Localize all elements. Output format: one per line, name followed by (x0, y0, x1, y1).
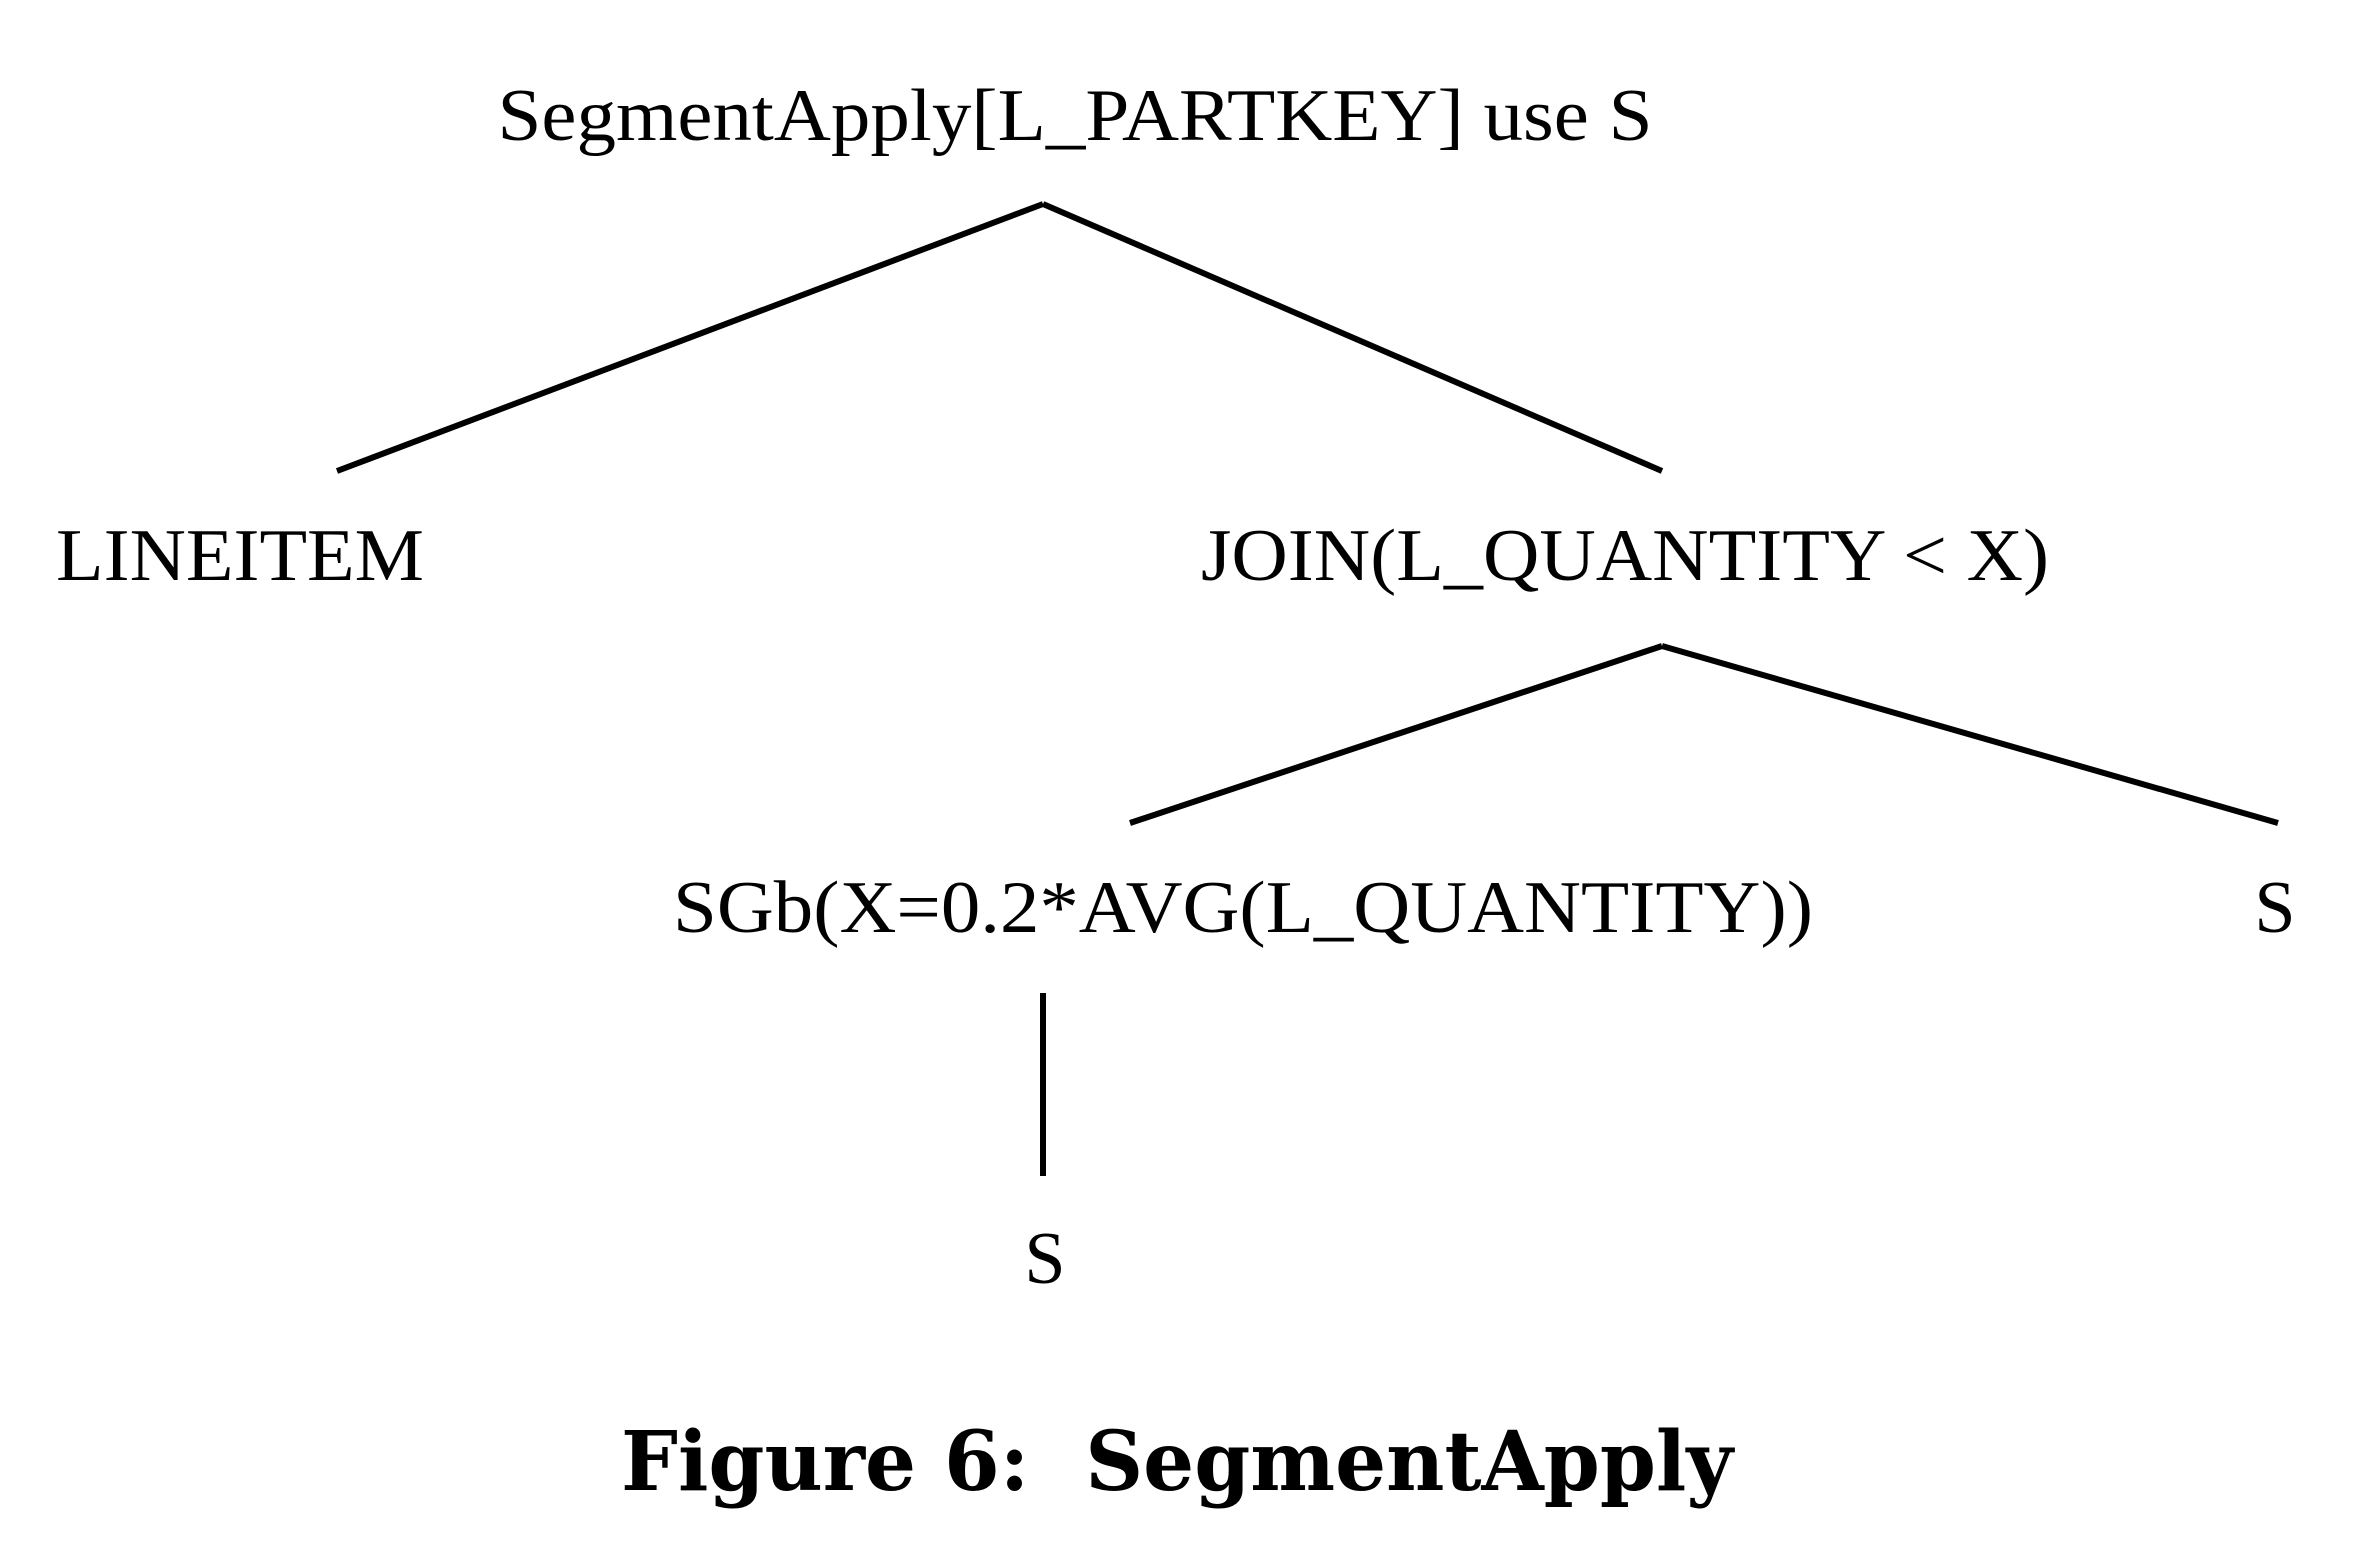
node-sgb: SGb(X=0.2*AVG(L_QUANTITY)) (673, 867, 1813, 949)
node-s-right: S (2254, 867, 2295, 949)
node-root: SegmentApply[L_PARTKEY] use S (498, 75, 1653, 157)
node-lineitem: LINEITEM (56, 515, 424, 597)
edge-join-to-sgb (1129, 643, 1663, 826)
node-join: JOIN(L_QUANTITY < X) (1201, 515, 2049, 597)
figure-caption: Figure 6: SegmentApply (621, 1414, 1735, 1510)
edge-root-to-join (1041, 201, 1664, 474)
node-s-bottom: S (1024, 1218, 1065, 1300)
edge-root-to-lineitem (335, 201, 1045, 474)
edge-join-to-s-right (1661, 643, 2279, 826)
